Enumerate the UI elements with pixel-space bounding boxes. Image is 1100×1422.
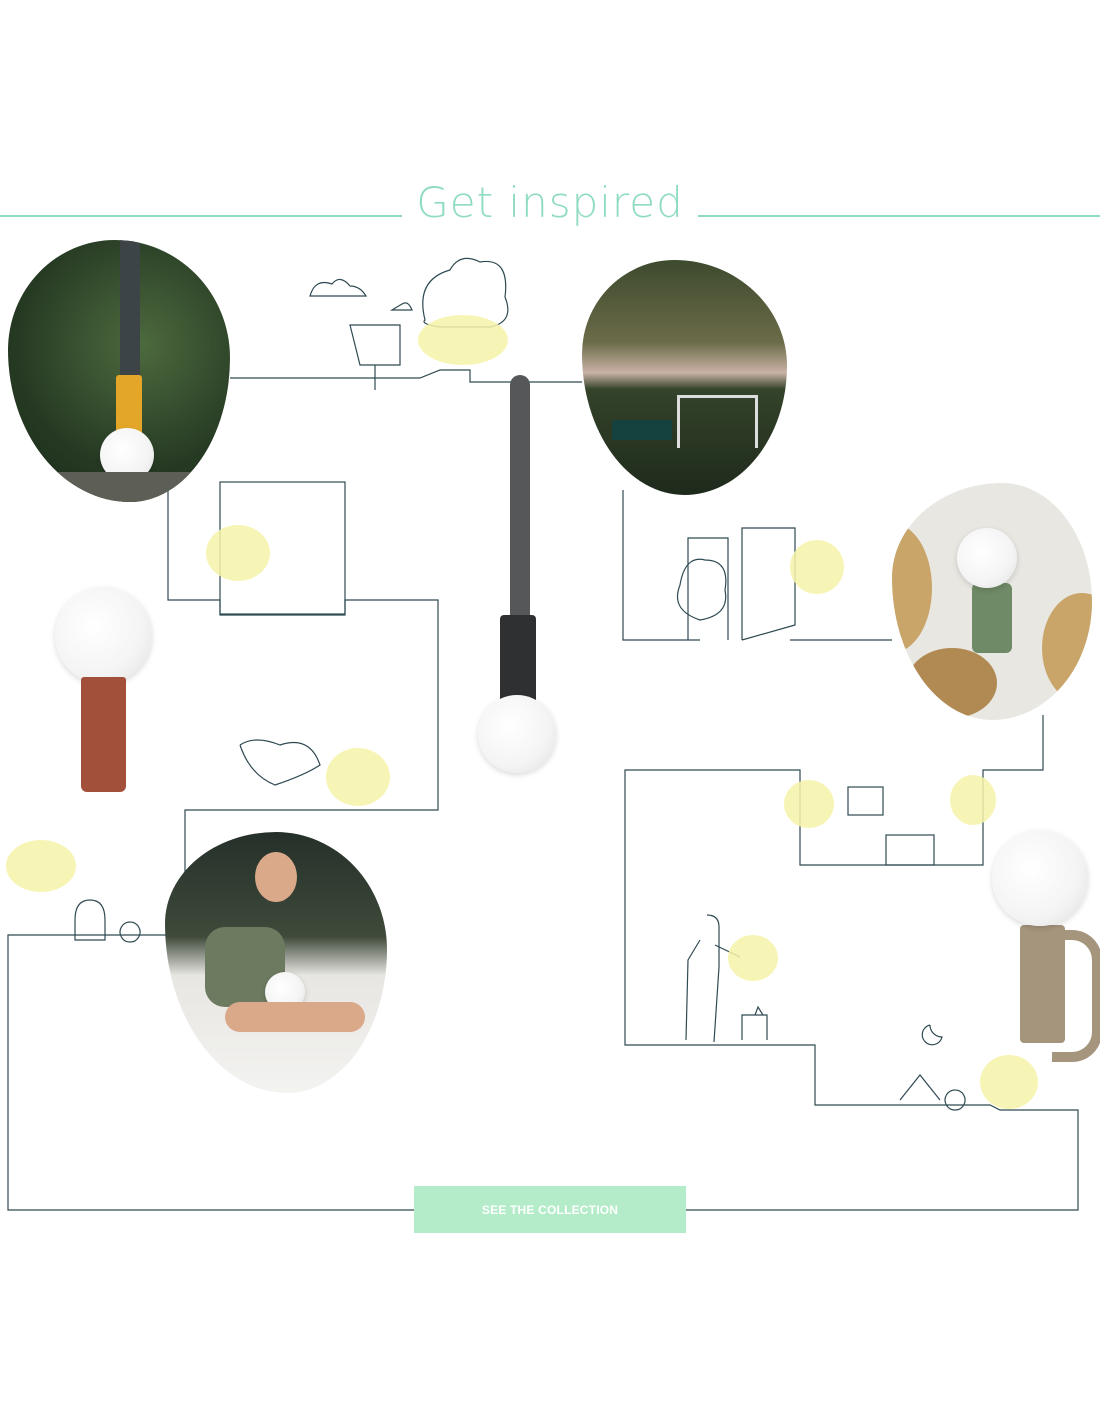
anthracite-hanging-lamp <box>478 375 558 795</box>
bulb-glow <box>790 540 844 594</box>
bulb-glow <box>206 525 270 581</box>
boy-with-lamp-photo <box>165 832 387 1093</box>
title-rule-left <box>0 215 420 217</box>
bulb-glow <box>950 775 996 825</box>
hats-wall-lamp-photo <box>892 483 1092 720</box>
bulb-glow <box>326 748 390 806</box>
bulb-glow <box>784 780 834 828</box>
section-title: Get inspired <box>0 178 1100 227</box>
bulb-glow <box>6 840 76 892</box>
bulb-glow <box>728 935 778 981</box>
see-collection-button[interactable]: SEE THE COLLECTION <box>414 1186 686 1233</box>
terrace-dinner-photo <box>582 260 787 495</box>
title-rule-right <box>680 215 1100 217</box>
bulb-glow <box>980 1055 1038 1109</box>
rust-table-lamp <box>55 587 152 797</box>
garden-hanging-lamp-photo <box>8 240 230 502</box>
nutmeg-wall-lamp <box>992 830 1100 1062</box>
bulb-glow <box>418 315 508 365</box>
